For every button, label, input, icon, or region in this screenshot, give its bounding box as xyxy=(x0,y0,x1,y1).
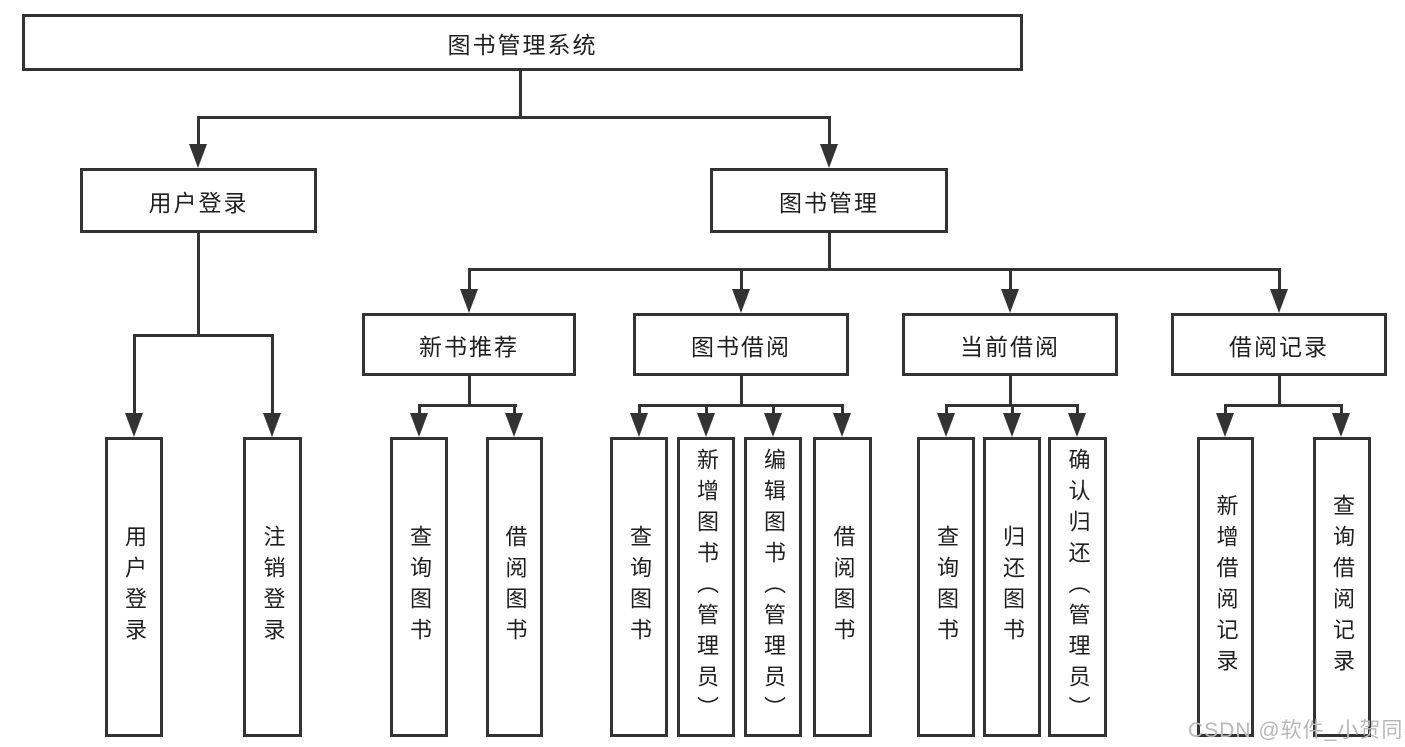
arrow-down-icon xyxy=(263,413,281,437)
connector-stem xyxy=(468,268,471,290)
arrow-down-icon xyxy=(505,413,523,437)
arrow-down-icon xyxy=(1216,413,1234,437)
connector-stem xyxy=(772,404,775,415)
connector-stem xyxy=(1011,404,1014,415)
node-book-management: 图书管理 xyxy=(710,168,948,233)
connector-rail xyxy=(468,268,1281,271)
connector-stem xyxy=(705,404,708,415)
node-current-borrowing: 当前借阅 xyxy=(902,313,1118,376)
arrow-down-icon xyxy=(1001,289,1019,313)
connector-stem xyxy=(828,116,831,146)
connector-stem xyxy=(1009,376,1012,406)
connector-rail xyxy=(133,334,274,337)
arrow-down-icon xyxy=(833,413,851,437)
arrow-down-icon xyxy=(764,413,782,437)
connector-rail xyxy=(638,404,843,407)
connector-stem xyxy=(1340,404,1343,415)
arrow-down-icon xyxy=(189,144,207,168)
connector-stem xyxy=(1224,404,1227,415)
leaf-add-books-admin: 新增图书（管理员） xyxy=(677,437,735,737)
connector-root-stem xyxy=(519,71,522,118)
connector-stem xyxy=(945,404,948,415)
connector-stem xyxy=(1278,376,1281,406)
leaf-logout: 注销登录 xyxy=(243,437,302,737)
connector-stem xyxy=(740,376,743,406)
leaf-confirm-return-admin: 确认归还（管理员） xyxy=(1048,437,1107,737)
connector-stem xyxy=(513,404,516,415)
arrow-down-icon xyxy=(630,413,648,437)
node-book-borrowing: 图书借阅 xyxy=(633,313,849,376)
arrow-down-icon xyxy=(460,289,478,313)
leaf-return-books: 归还图书 xyxy=(983,437,1041,737)
connector-rail xyxy=(418,404,517,407)
arrow-down-icon xyxy=(697,413,715,437)
node-new-book-recommendation: 新书推荐 xyxy=(362,313,576,376)
connector-stem xyxy=(740,268,743,290)
arrow-down-icon xyxy=(410,413,428,437)
connector-stem xyxy=(271,334,274,415)
connector-rail xyxy=(1224,404,1342,407)
connector-stem xyxy=(828,233,831,271)
connector-stem xyxy=(133,334,136,415)
arrow-down-icon xyxy=(1270,289,1288,313)
connector-stem xyxy=(197,233,200,336)
leaf-query-books: 查询图书 xyxy=(610,437,668,737)
node-borrowing-records: 借阅记录 xyxy=(1171,313,1387,376)
connector-stem xyxy=(418,404,421,415)
leaf-query-books: 查询图书 xyxy=(917,437,975,737)
leaf-query-books: 查询图书 xyxy=(390,437,448,737)
connector-stem xyxy=(468,376,471,406)
leaf-edit-books-admin: 编辑图书（管理员） xyxy=(744,437,802,737)
arrow-down-icon xyxy=(732,289,750,313)
node-library-system: 图书管理系统 xyxy=(22,14,1023,71)
watermark: CSDN @软件_小贺同学 xyxy=(1188,719,1405,742)
arrow-down-icon xyxy=(937,413,955,437)
node-user-login: 用户登录 xyxy=(80,168,317,233)
leaf-user-login: 用户登录 xyxy=(105,437,163,737)
connector-stem xyxy=(1278,268,1281,290)
leaf-borrow-books: 借阅图书 xyxy=(486,437,543,737)
connector-stem xyxy=(1009,268,1012,290)
connector-stem xyxy=(1076,404,1079,415)
connector-root-rail xyxy=(197,116,831,119)
arrow-down-icon xyxy=(1068,413,1086,437)
arrow-down-icon xyxy=(1003,413,1021,437)
leaf-query-borrow-record: 查询借阅记录 xyxy=(1313,437,1371,737)
arrow-down-icon xyxy=(1332,413,1350,437)
arrow-down-icon xyxy=(125,413,143,437)
arrow-down-icon xyxy=(820,144,838,168)
connector-stem xyxy=(841,404,844,415)
connector-stem xyxy=(197,116,200,146)
leaf-add-borrow-record: 新增借阅记录 xyxy=(1197,437,1254,737)
connector-stem xyxy=(638,404,641,415)
leaf-borrow-books: 借阅图书 xyxy=(813,437,872,737)
